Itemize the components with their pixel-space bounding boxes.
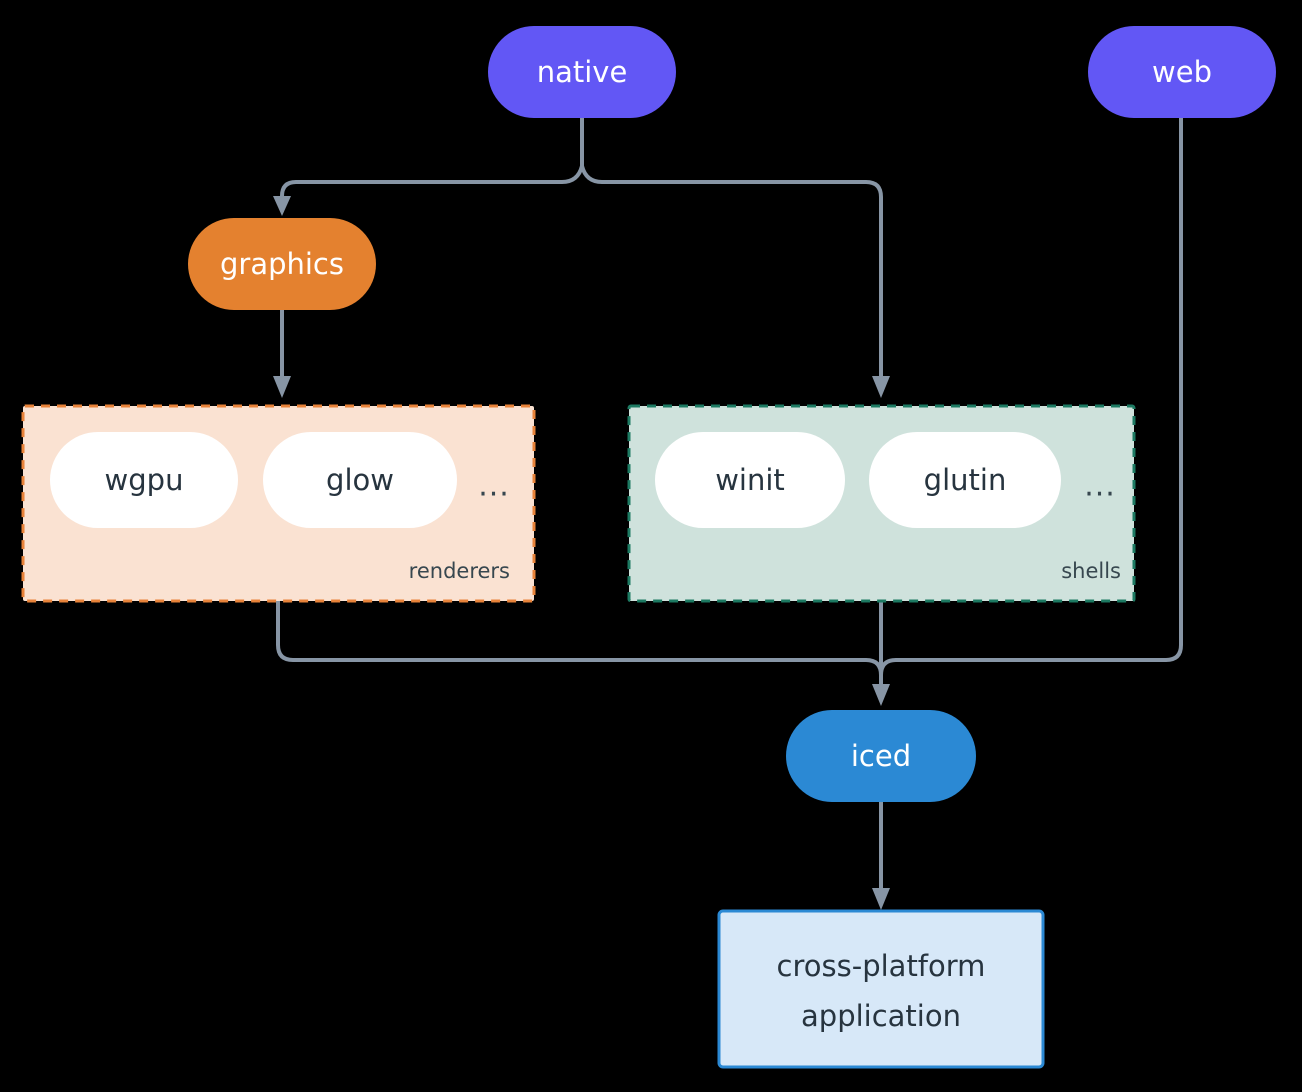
node-native-shape [488,26,676,118]
node-graphics-shape [188,218,376,310]
node-iced-shape [786,710,976,802]
node-glow-label: glow [326,463,394,497]
node-application[interactable]: cross-platform application [717,909,1045,1069]
node-winit-label: winit [715,463,785,497]
group-renderers: wgpu glow ... renderers [21,404,536,603]
arrowhead-native-to-graphics [273,196,291,216]
node-web[interactable]: web [1088,26,1276,118]
edge-native-to-shells [580,164,883,380]
group-shells-label: shells [1061,559,1121,583]
node-glow[interactable] [263,432,457,528]
node-wgpu[interactable] [50,432,238,528]
edge-renderers-to-iced [276,599,883,686]
node-web-label: web [1152,55,1212,89]
node-glutin[interactable] [869,432,1061,528]
node-graphics[interactable]: graphics [188,218,376,310]
edge-native-to-graphics [280,164,584,202]
node-native[interactable]: native [488,26,676,118]
arrowhead-graphics-to-renderers [273,376,291,398]
node-graphics-label: graphics [220,247,344,281]
node-native-label: native [537,55,628,89]
node-winit[interactable] [655,432,845,528]
renderers-ellipsis: ... [478,469,510,504]
arrowhead-native-to-shells [872,376,890,398]
node-glutin-label: glutin [924,463,1007,497]
node-iced[interactable]: iced [786,710,976,802]
arrowhead-into-iced [872,684,890,706]
group-shells: winit glutin ... shells [627,404,1136,603]
edge-web-to-iced [879,116,1183,686]
node-web-shape [1088,26,1276,118]
arrowhead-iced-to-application [872,888,890,910]
node-iced-label: iced [851,739,911,773]
node-application-label-line1: cross-platform [777,949,986,983]
node-wgpu-label: wgpu [105,463,184,497]
group-renderers-label: renderers [409,559,510,583]
edge-layer [273,116,1183,910]
node-application-shape [717,909,1045,1069]
node-application-label-line2: application [801,999,961,1033]
shells-ellipsis: ... [1084,469,1116,504]
